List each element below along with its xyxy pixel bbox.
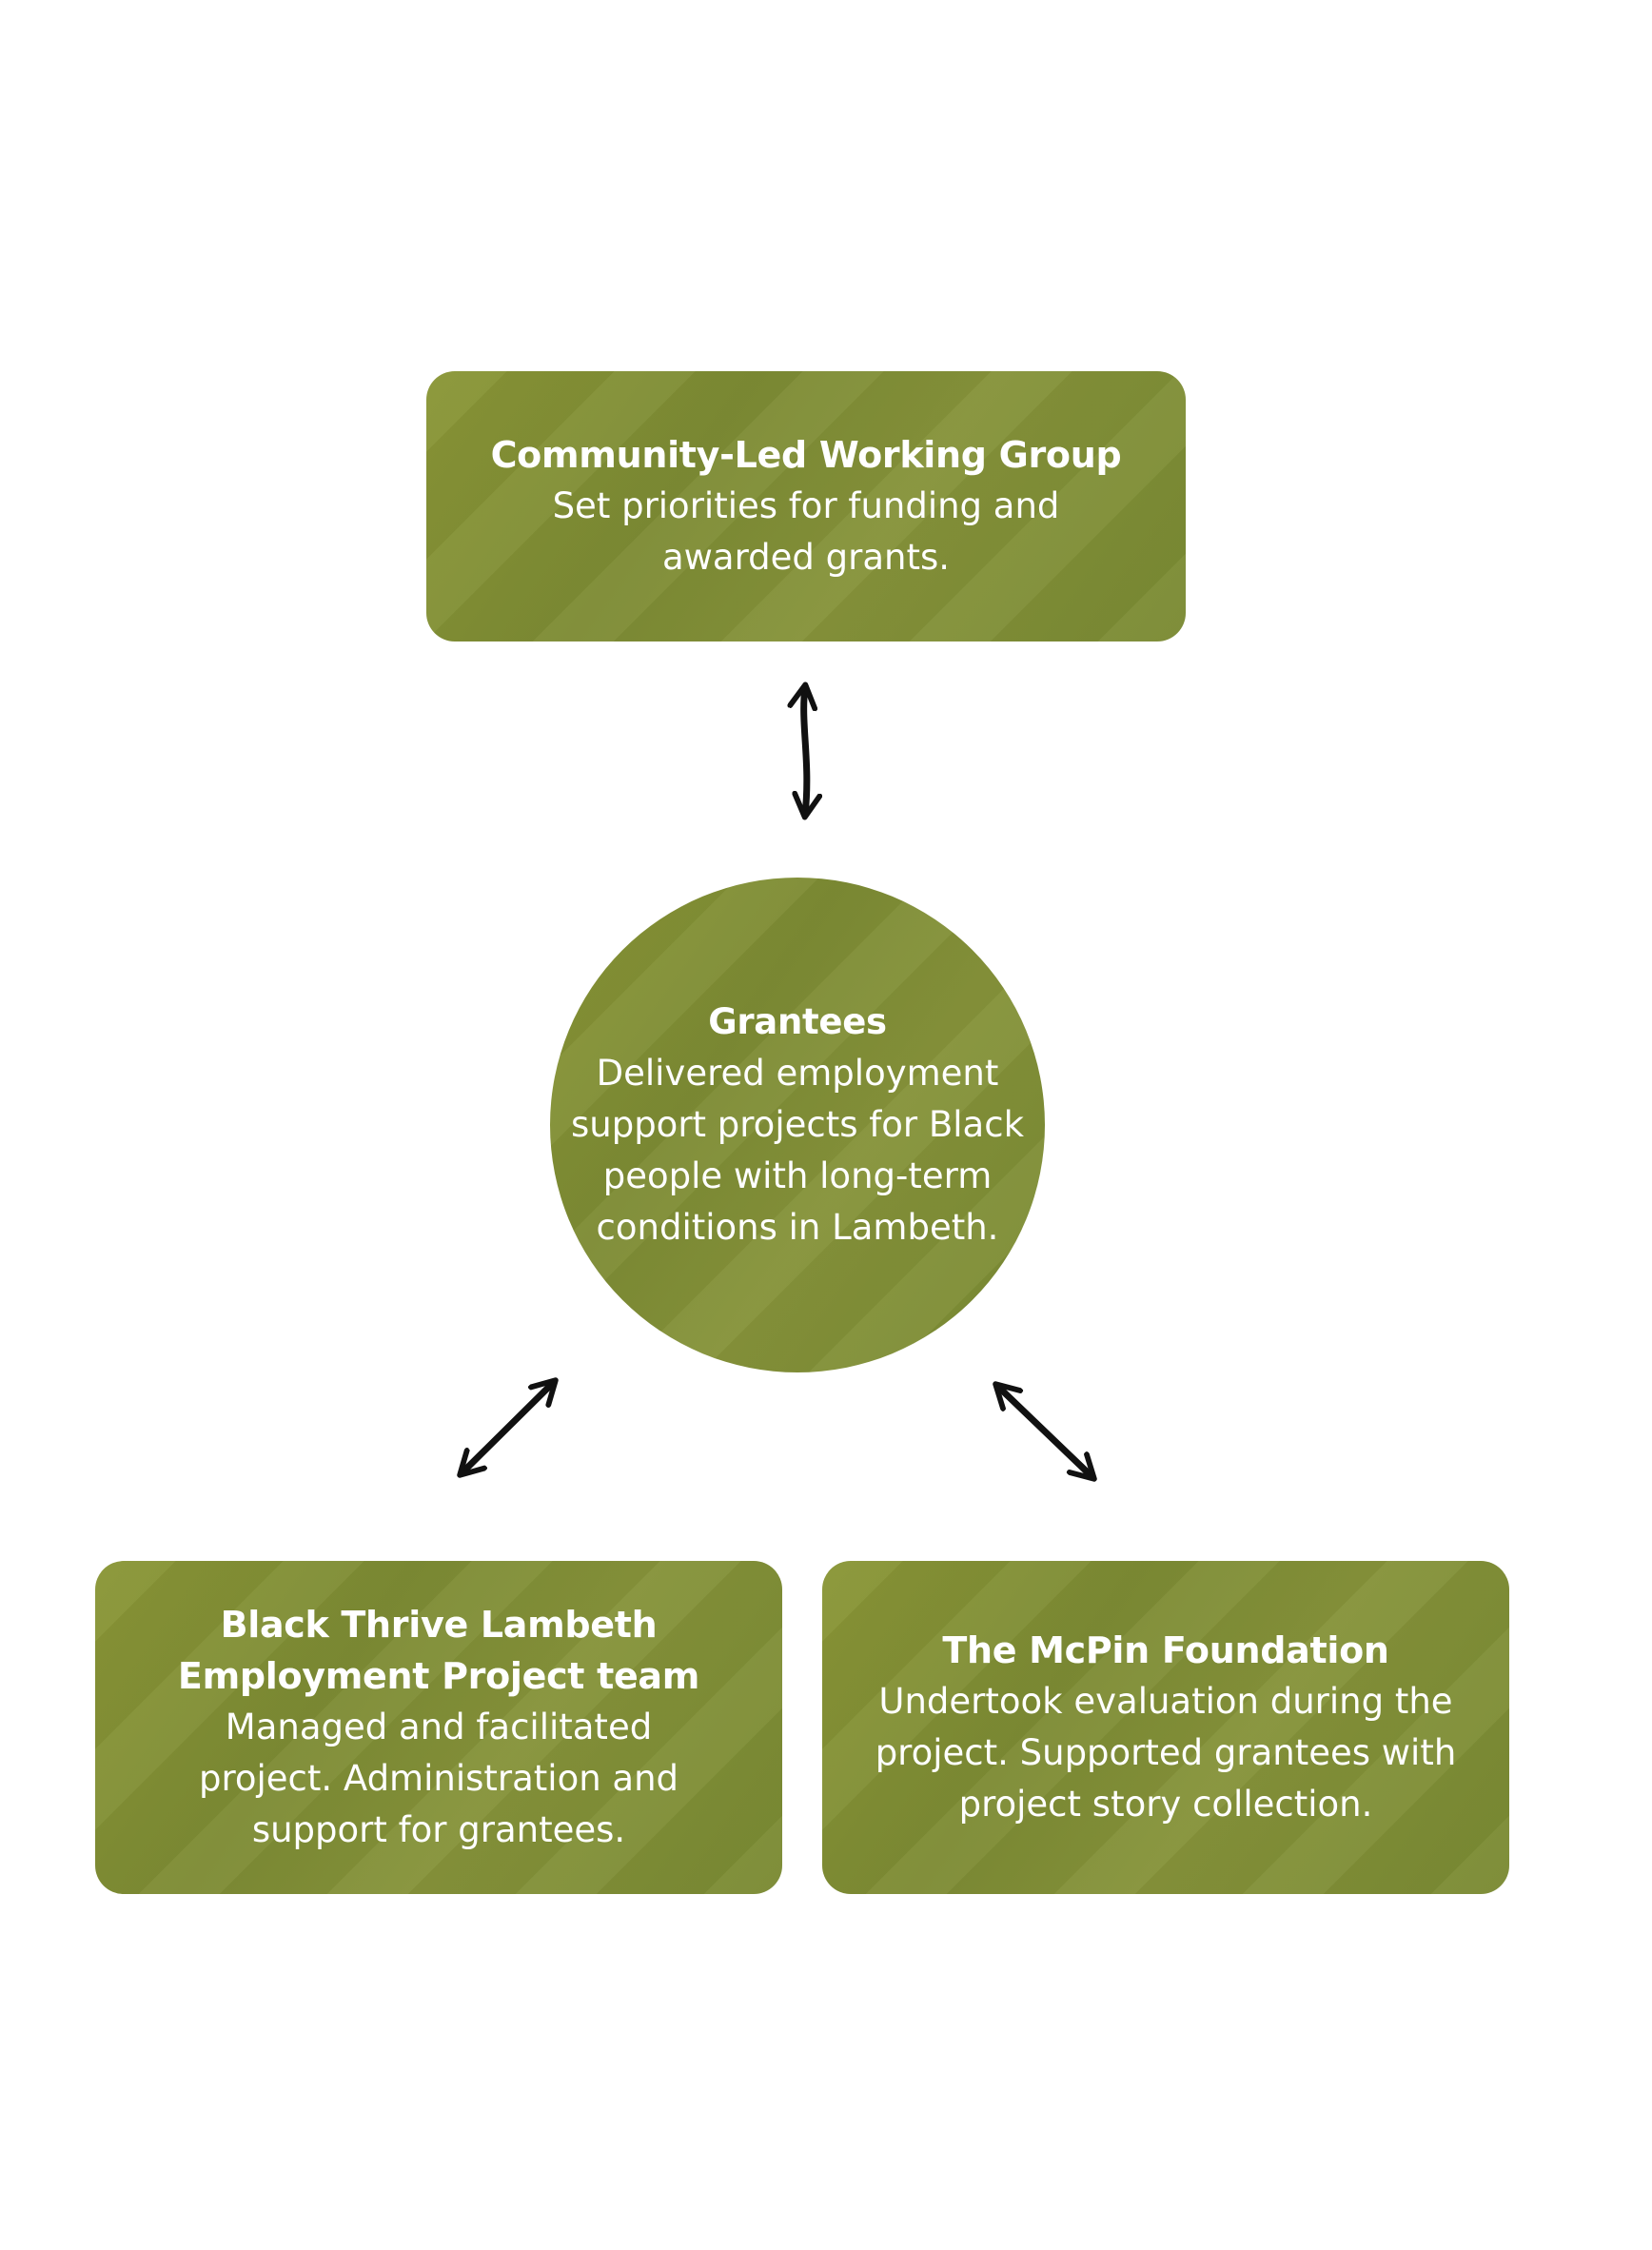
black-thrive-node: Black Thrive Lambeth Employment Project … <box>95 1561 782 1894</box>
working-group-title: Community-Led Working Group <box>490 434 1122 476</box>
mcpin-title: The McPin Foundation <box>942 1629 1389 1671</box>
arrow-grantees-mcpin <box>997 1386 1092 1477</box>
mcpin-node: The McPin Foundation Undertook evaluatio… <box>822 1561 1509 1894</box>
mcpin-description: Undertook evaluation during the project.… <box>875 1681 1457 1825</box>
grantees-description: Delivered employment support projects fo… <box>570 1053 1024 1248</box>
working-group-description: Set priorities for funding and awarded g… <box>552 485 1060 578</box>
arrow-working-group-grantees <box>804 687 807 815</box>
working-group-node: Community-Led Working Group Set prioriti… <box>426 371 1186 641</box>
black-thrive-title: Black Thrive Lambeth Employment Project … <box>177 1604 700 1697</box>
arrow-grantees-black-thrive <box>462 1382 554 1473</box>
grantees-title: Grantees <box>708 1001 887 1042</box>
black-thrive-description: Managed and facilitated project. Adminis… <box>198 1707 679 1850</box>
grantees-node: Grantees Delivered employment support pr… <box>550 878 1045 1372</box>
